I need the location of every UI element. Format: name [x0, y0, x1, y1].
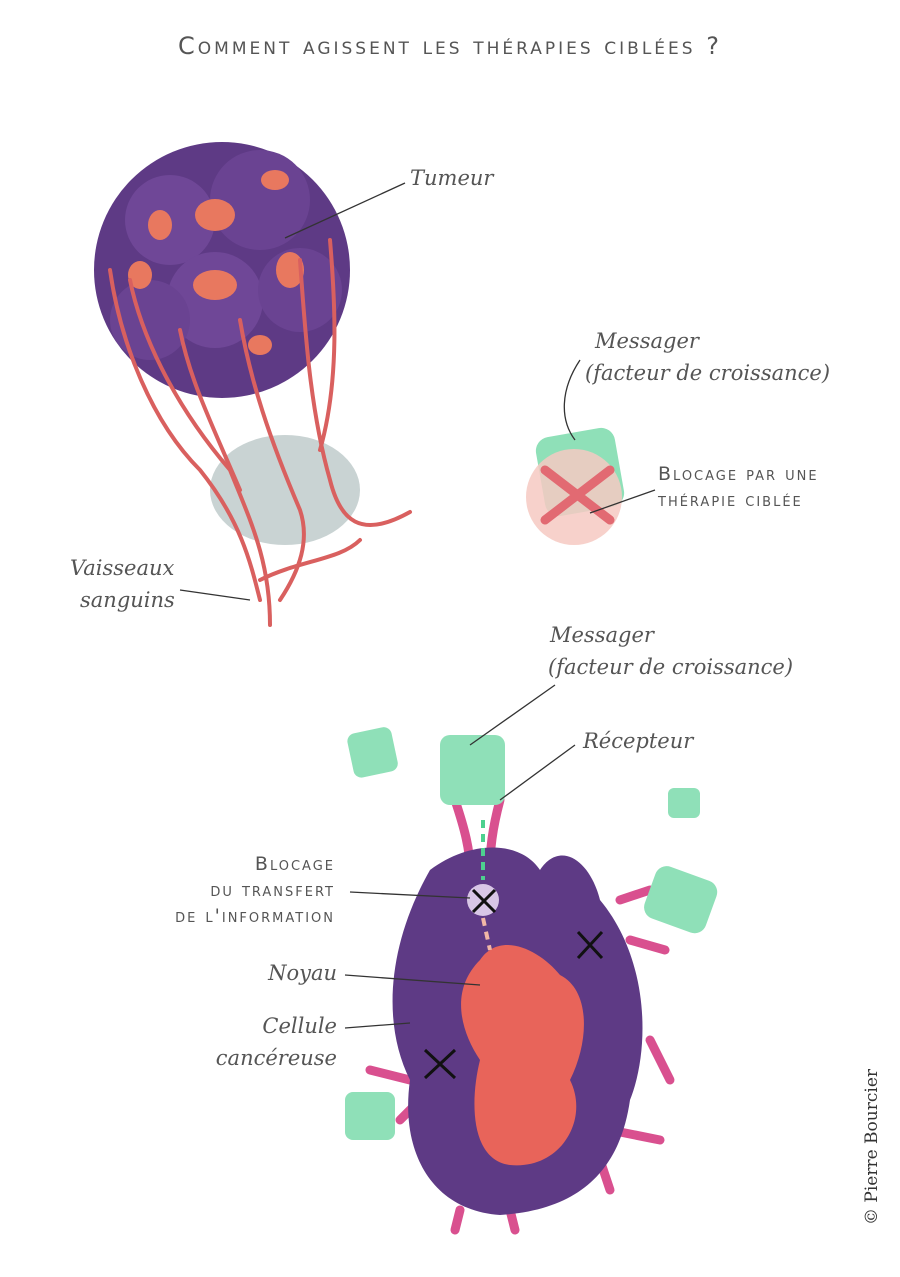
nucleus-shape [461, 944, 584, 1166]
blocked-messenger-illustration [526, 427, 625, 545]
label-nucleus: Noyau [268, 961, 337, 985]
label-vessels-1: Vaisseaux [70, 556, 175, 580]
blood-vessels [108, 238, 412, 627]
label-blocking-transfer-3: de l'information [175, 905, 335, 927]
label-tumor: Tumeur [410, 166, 494, 190]
page-title: Comment agissent les thérapies ciblées ? [178, 32, 722, 60]
label-blocking-transfer-1: Blocage [254, 853, 335, 875]
shadow-blob [210, 435, 360, 545]
messengers [345, 727, 718, 1140]
label-blocking-targeted-2: thérapie ciblée [658, 489, 803, 511]
label-messenger-bottom-1: Messager [550, 623, 654, 647]
label-blocking-targeted-1: Blocage par une [658, 463, 819, 485]
leader-lines [179, 182, 656, 1029]
label-cell-1: Cellule [262, 1014, 337, 1038]
label-messenger-top-2: (facteur de croissance) [585, 361, 831, 385]
label-blocking-transfer-2: du transfert [210, 879, 335, 901]
cross-mark [576, 930, 604, 960]
cancer-cell-illustration [345, 727, 718, 1235]
label-messenger-top-1: Messager [595, 329, 699, 353]
tumor-illustration [94, 142, 412, 627]
label-receptor: Récepteur [583, 729, 694, 753]
label-messenger-bottom-2: (facteur de croissance) [548, 655, 794, 679]
label-cell-2: cancéreuse [215, 1046, 337, 1070]
label-vessels-2: sanguins [80, 588, 175, 612]
credit: © Pierre Bourcier [862, 1068, 882, 1225]
cross-mark [423, 1048, 457, 1080]
